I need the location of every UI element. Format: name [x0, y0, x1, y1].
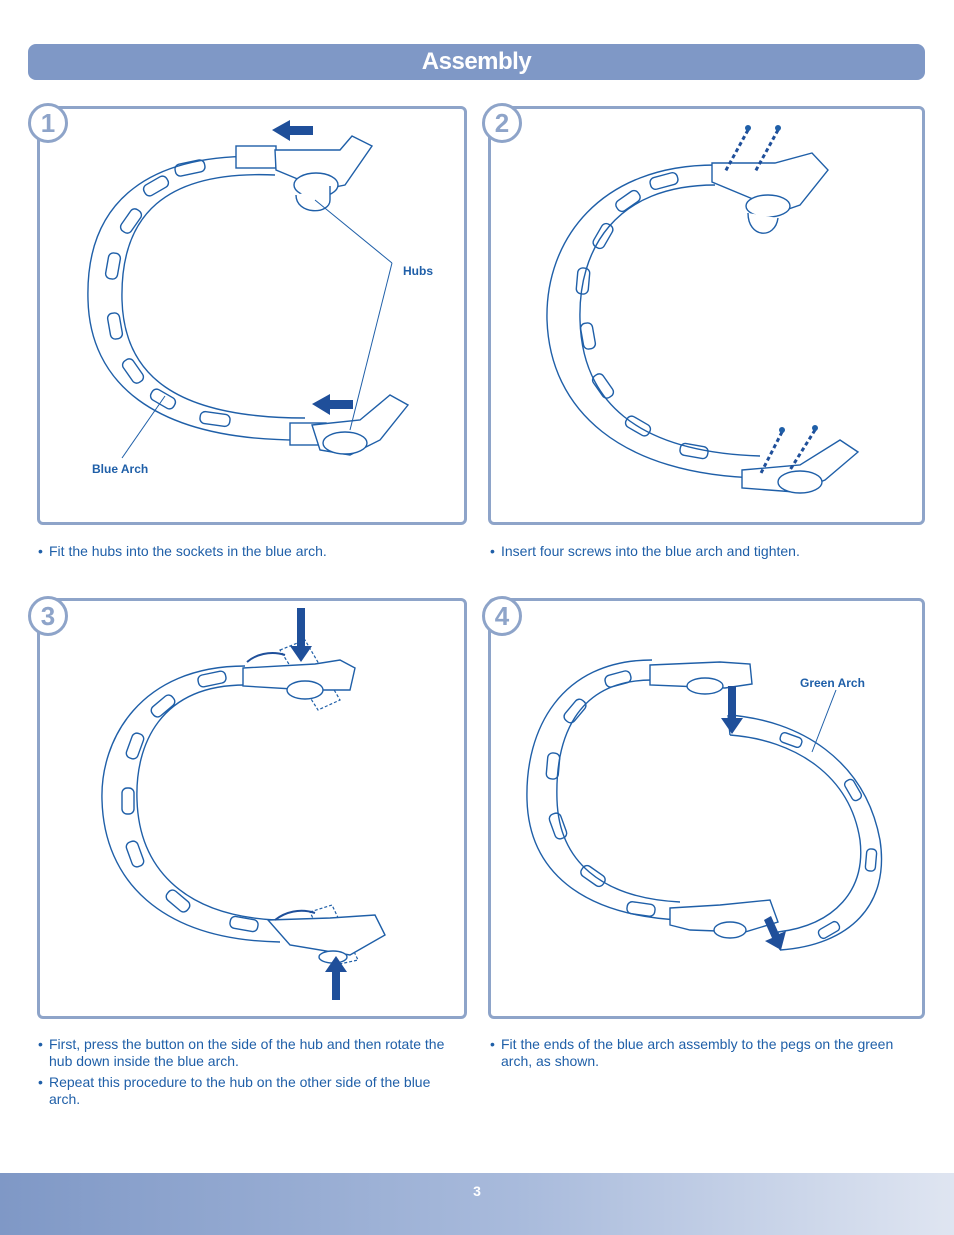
step-3-bullet-1: First, press the button on the side of t…: [38, 1036, 458, 1070]
blue-arch-label: Blue Arch: [92, 462, 149, 476]
step-4-badge: 4: [482, 596, 522, 636]
step-2-instructions: Insert four screws into the blue arch an…: [490, 543, 910, 564]
hubs-label: Hubs: [403, 264, 433, 278]
step-2-badge: 2: [482, 103, 522, 143]
step-1-badge: 1: [28, 103, 68, 143]
step-1-bullet: Fit the hubs into the sockets in the blu…: [38, 543, 458, 560]
step-2-bullet: Insert four screws into the blue arch an…: [490, 543, 910, 560]
page-title: Assembly: [421, 48, 532, 75]
page-footer: 3: [0, 1173, 954, 1235]
step-3-badge: 3: [28, 596, 68, 636]
green-arch-label: Green Arch: [800, 676, 865, 690]
step-4-bullet: Fit the ends of the blue arch assembly t…: [490, 1036, 900, 1070]
step-4-instructions: Fit the ends of the blue arch assembly t…: [490, 1036, 900, 1074]
step-3-instructions: First, press the button on the side of t…: [38, 1036, 458, 1112]
step-1-instructions: Fit the hubs into the sockets in the blu…: [38, 543, 458, 564]
step-3-bullet-2: Repeat this procedure to the hub on the …: [38, 1074, 458, 1108]
page-number: 3: [473, 1183, 481, 1199]
section-header: Assembly: [28, 44, 925, 80]
